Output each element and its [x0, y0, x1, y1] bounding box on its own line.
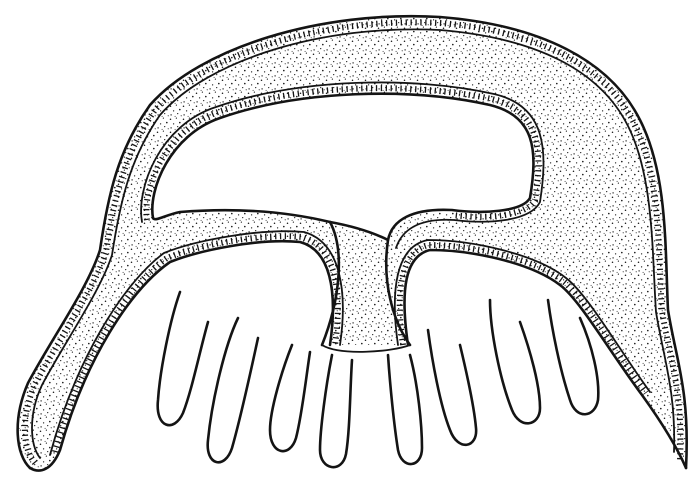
mouth-opening — [322, 345, 410, 352]
tentacle — [428, 330, 476, 445]
tentacle — [490, 300, 540, 423]
stippled-body-wall — [18, 16, 687, 470]
tentacle — [158, 292, 208, 425]
tentacle — [208, 318, 258, 462]
tentacle — [270, 345, 310, 451]
tentacle — [388, 355, 422, 464]
tentacle — [320, 355, 352, 467]
